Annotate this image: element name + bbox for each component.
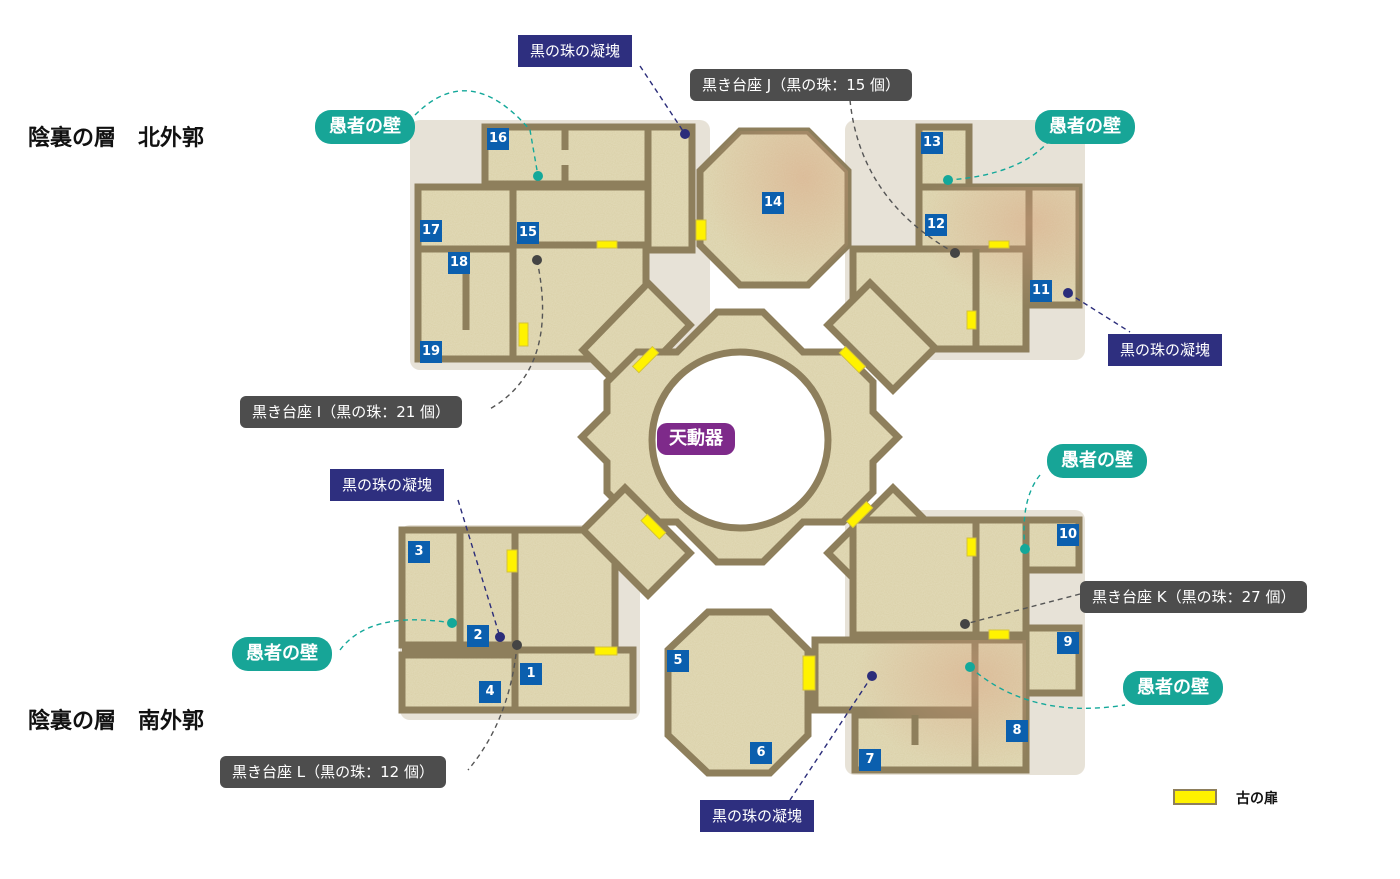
pedestal-i-label: 黒き台座 I（黒の珠：21 個） xyxy=(240,396,463,428)
room-number: 13 xyxy=(921,132,943,154)
sw-corridor xyxy=(578,483,695,600)
room-number: 11 xyxy=(1030,280,1052,302)
room-number: 19 xyxy=(420,341,442,363)
door xyxy=(966,537,977,557)
orb-marker[interactable] xyxy=(680,129,690,139)
fool-wall-marker[interactable] xyxy=(533,171,543,181)
orb-cluster-label: 黒の珠の凝塊 xyxy=(330,469,445,501)
pedestal-marker[interactable] xyxy=(532,255,542,265)
room-number: 14 xyxy=(762,192,784,214)
orb-cluster-label: 黒の珠の凝塊 xyxy=(700,800,815,832)
room-number: 9 xyxy=(1057,632,1079,654)
leader-lines xyxy=(339,65,1131,801)
room-number: 10 xyxy=(1057,524,1079,546)
ne-corridor xyxy=(823,278,940,395)
door xyxy=(695,219,707,241)
door xyxy=(988,240,1010,249)
door xyxy=(596,240,618,249)
room-number: 18 xyxy=(448,252,470,274)
room-10-west xyxy=(972,516,1030,639)
room-number: 15 xyxy=(517,222,539,244)
fool-wall-marker[interactable] xyxy=(447,618,457,628)
door xyxy=(966,310,977,330)
fool-wall-marker[interactable] xyxy=(965,662,975,672)
pedestal-marker[interactable] xyxy=(960,619,970,629)
room-number: 2 xyxy=(467,625,489,647)
orb-cluster-label: 黒の珠の凝塊 xyxy=(518,35,633,67)
room-number: 6 xyxy=(750,742,772,764)
room-number: 5 xyxy=(667,650,689,672)
center-label-tendouki: 天動器 xyxy=(657,423,735,455)
fool-wall-marker[interactable] xyxy=(943,175,953,185)
door xyxy=(594,646,618,656)
door xyxy=(838,345,867,374)
door xyxy=(845,500,874,529)
room-16-east xyxy=(644,123,696,254)
fool-wall-label: 愚者の壁 xyxy=(1035,110,1135,144)
orb-marker[interactable] xyxy=(1063,288,1073,298)
door xyxy=(518,322,529,347)
legend-door-label: 古の扉 xyxy=(1236,791,1278,807)
pedestal-j-label: 黒き台座 J（黒の珠：15 個） xyxy=(690,69,913,101)
area-title-north: 陰裏の層 北外郭 xyxy=(28,126,205,151)
fool-wall-marker[interactable] xyxy=(1020,544,1030,554)
orb-cluster-label: 黒の珠の凝塊 xyxy=(1108,334,1223,366)
room-5-6 xyxy=(664,608,812,777)
door xyxy=(988,629,1010,640)
doors xyxy=(506,219,1010,691)
fool-wall-label: 愚者の壁 xyxy=(232,637,332,671)
fool-wall-label: 愚者の壁 xyxy=(1047,444,1147,478)
door xyxy=(802,655,816,691)
pedestal-k-label: 黒き台座 K（黒の珠：27 個） xyxy=(1080,581,1308,613)
room-number: 4 xyxy=(479,681,501,703)
fool-wall-label: 愚者の壁 xyxy=(1123,671,1223,705)
central-ring xyxy=(577,308,903,566)
room-k-area xyxy=(849,516,980,639)
fool-wall-label: 愚者の壁 xyxy=(315,110,415,144)
orb-marker[interactable] xyxy=(867,671,877,681)
orb-marker[interactable] xyxy=(495,632,505,642)
room-number: 7 xyxy=(859,749,881,771)
pedestal-marker[interactable] xyxy=(512,640,522,650)
room-number: 3 xyxy=(408,541,430,563)
door xyxy=(640,513,667,540)
room-number: 8 xyxy=(1006,720,1028,742)
legend-door-swatch xyxy=(1173,789,1217,805)
markers xyxy=(447,129,1073,681)
pedestal-marker[interactable] xyxy=(950,248,960,258)
room-number: 1 xyxy=(520,663,542,685)
pedestal-l-label: 黒き台座 L（黒の珠：12 個） xyxy=(220,756,446,788)
door xyxy=(631,345,660,374)
room-number: 16 xyxy=(487,128,509,150)
door xyxy=(506,549,518,573)
area-title-south: 陰裏の層 南外郭 xyxy=(28,709,205,734)
northwest-wing xyxy=(414,123,696,397)
room-number: 17 xyxy=(420,220,442,242)
room-number: 12 xyxy=(925,214,947,236)
